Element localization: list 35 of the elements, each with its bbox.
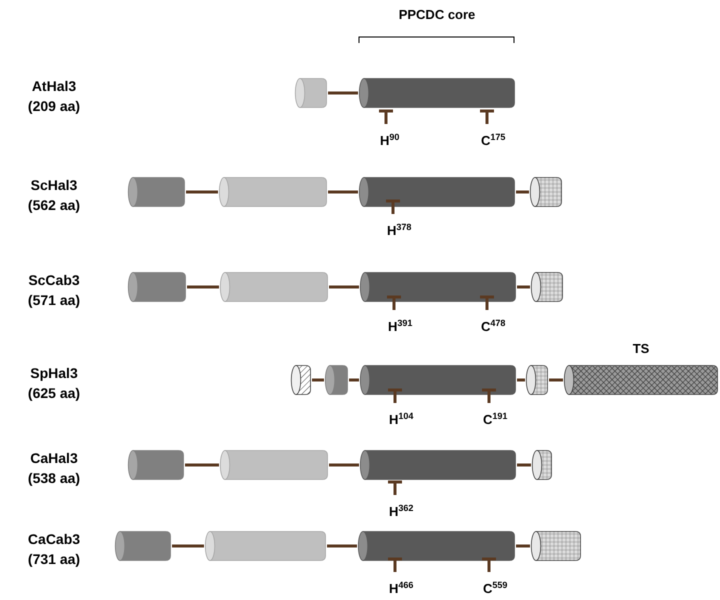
linker-line: [549, 378, 563, 382]
protein-name: ScCab3 (571 aa): [26, 271, 82, 310]
domain-label: TS: [632, 341, 650, 357]
linker-line: [185, 464, 219, 466]
protein-name: AtHal3 (209 aa): [26, 77, 82, 116]
residue-label: C$^{191}$: [483, 411, 508, 428]
linker-line: [517, 286, 530, 288]
residue-label: H$^{391}$: [388, 318, 412, 335]
linker-line: [517, 378, 525, 382]
linker-line: [328, 92, 358, 94]
linker-line: [329, 464, 359, 466]
protein-name: CaHal3 (538 aa): [26, 449, 82, 488]
protein-name: ScHal3 (562 aa): [26, 176, 82, 215]
linker-line: [349, 378, 359, 382]
linker-line: [312, 378, 324, 382]
residue-label: C$^{478}$: [481, 318, 506, 335]
residue-label: H$^{362}$: [389, 503, 414, 520]
residue-label: H$^{104}$: [389, 411, 414, 428]
linker-line: [516, 544, 530, 548]
linker-line: [517, 464, 531, 466]
residue-label: C$^{559}$: [483, 580, 508, 597]
residue-label: C$^{175}$: [481, 132, 506, 149]
linker-line: [172, 544, 204, 548]
linker-line: [329, 286, 359, 288]
linker-line: [186, 190, 218, 194]
region-label: PPCDC core: [398, 6, 476, 23]
linker-line: [516, 190, 529, 194]
linker-line: [327, 544, 357, 548]
residue-label: H$^{466}$: [389, 580, 414, 597]
linker-line: [187, 286, 219, 288]
residue-label: H$^{378}$: [387, 222, 412, 239]
protein-name: CaCab3 (731 aa): [26, 530, 82, 569]
protein-name: SpHal3 (625 aa): [26, 364, 82, 403]
linker-line: [328, 190, 358, 194]
residue-label: H$^{90}$: [380, 132, 400, 149]
